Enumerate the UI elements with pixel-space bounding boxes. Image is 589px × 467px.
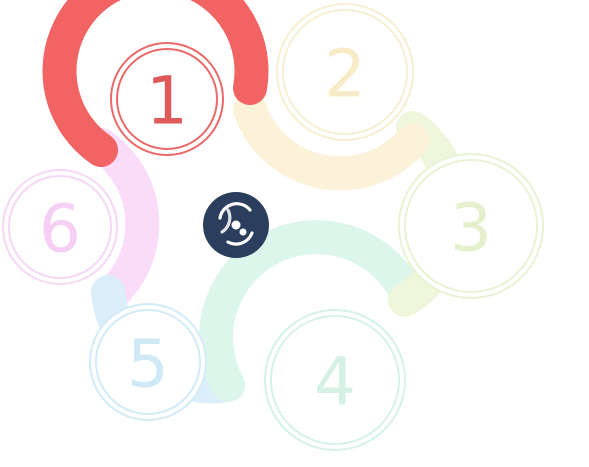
step-4-number: 4 bbox=[314, 344, 356, 421]
step-2-arc bbox=[233, 93, 430, 191]
step-5-ring bbox=[89, 303, 207, 421]
step-6-ring bbox=[2, 169, 118, 285]
step-1-number: 1 bbox=[146, 63, 188, 140]
step-5-ring-inner bbox=[95, 309, 201, 415]
step-2-ring-inner bbox=[282, 9, 408, 135]
step-5-node: 5 bbox=[89, 303, 207, 421]
step-1-ring-inner bbox=[116, 48, 218, 150]
step-2-number: 2 bbox=[324, 36, 366, 113]
step-1-node: 1 bbox=[110, 42, 224, 156]
step-2-node: 2 bbox=[276, 3, 414, 141]
step-2-ring bbox=[276, 3, 414, 141]
step-5-number: 5 bbox=[127, 326, 169, 403]
step-1-ring bbox=[110, 42, 224, 156]
center-logo bbox=[203, 192, 269, 258]
step-3-node: 3 bbox=[398, 153, 544, 299]
step-4-ring bbox=[264, 309, 406, 451]
step-3-number: 3 bbox=[450, 190, 492, 267]
step-3-ring-inner bbox=[404, 159, 538, 293]
step-6-number: 6 bbox=[39, 191, 81, 268]
step-3-ring bbox=[398, 153, 544, 299]
step-6-ring-inner bbox=[8, 175, 112, 279]
step-6-arc bbox=[84, 128, 160, 307]
settings-icon bbox=[218, 202, 254, 246]
step-4-node: 4 bbox=[264, 309, 406, 451]
step-6-node: 6 bbox=[2, 169, 118, 285]
step-4-ring-inner bbox=[270, 315, 400, 445]
step-4-arc bbox=[199, 220, 422, 402]
step-1-arc bbox=[42, 0, 269, 167]
